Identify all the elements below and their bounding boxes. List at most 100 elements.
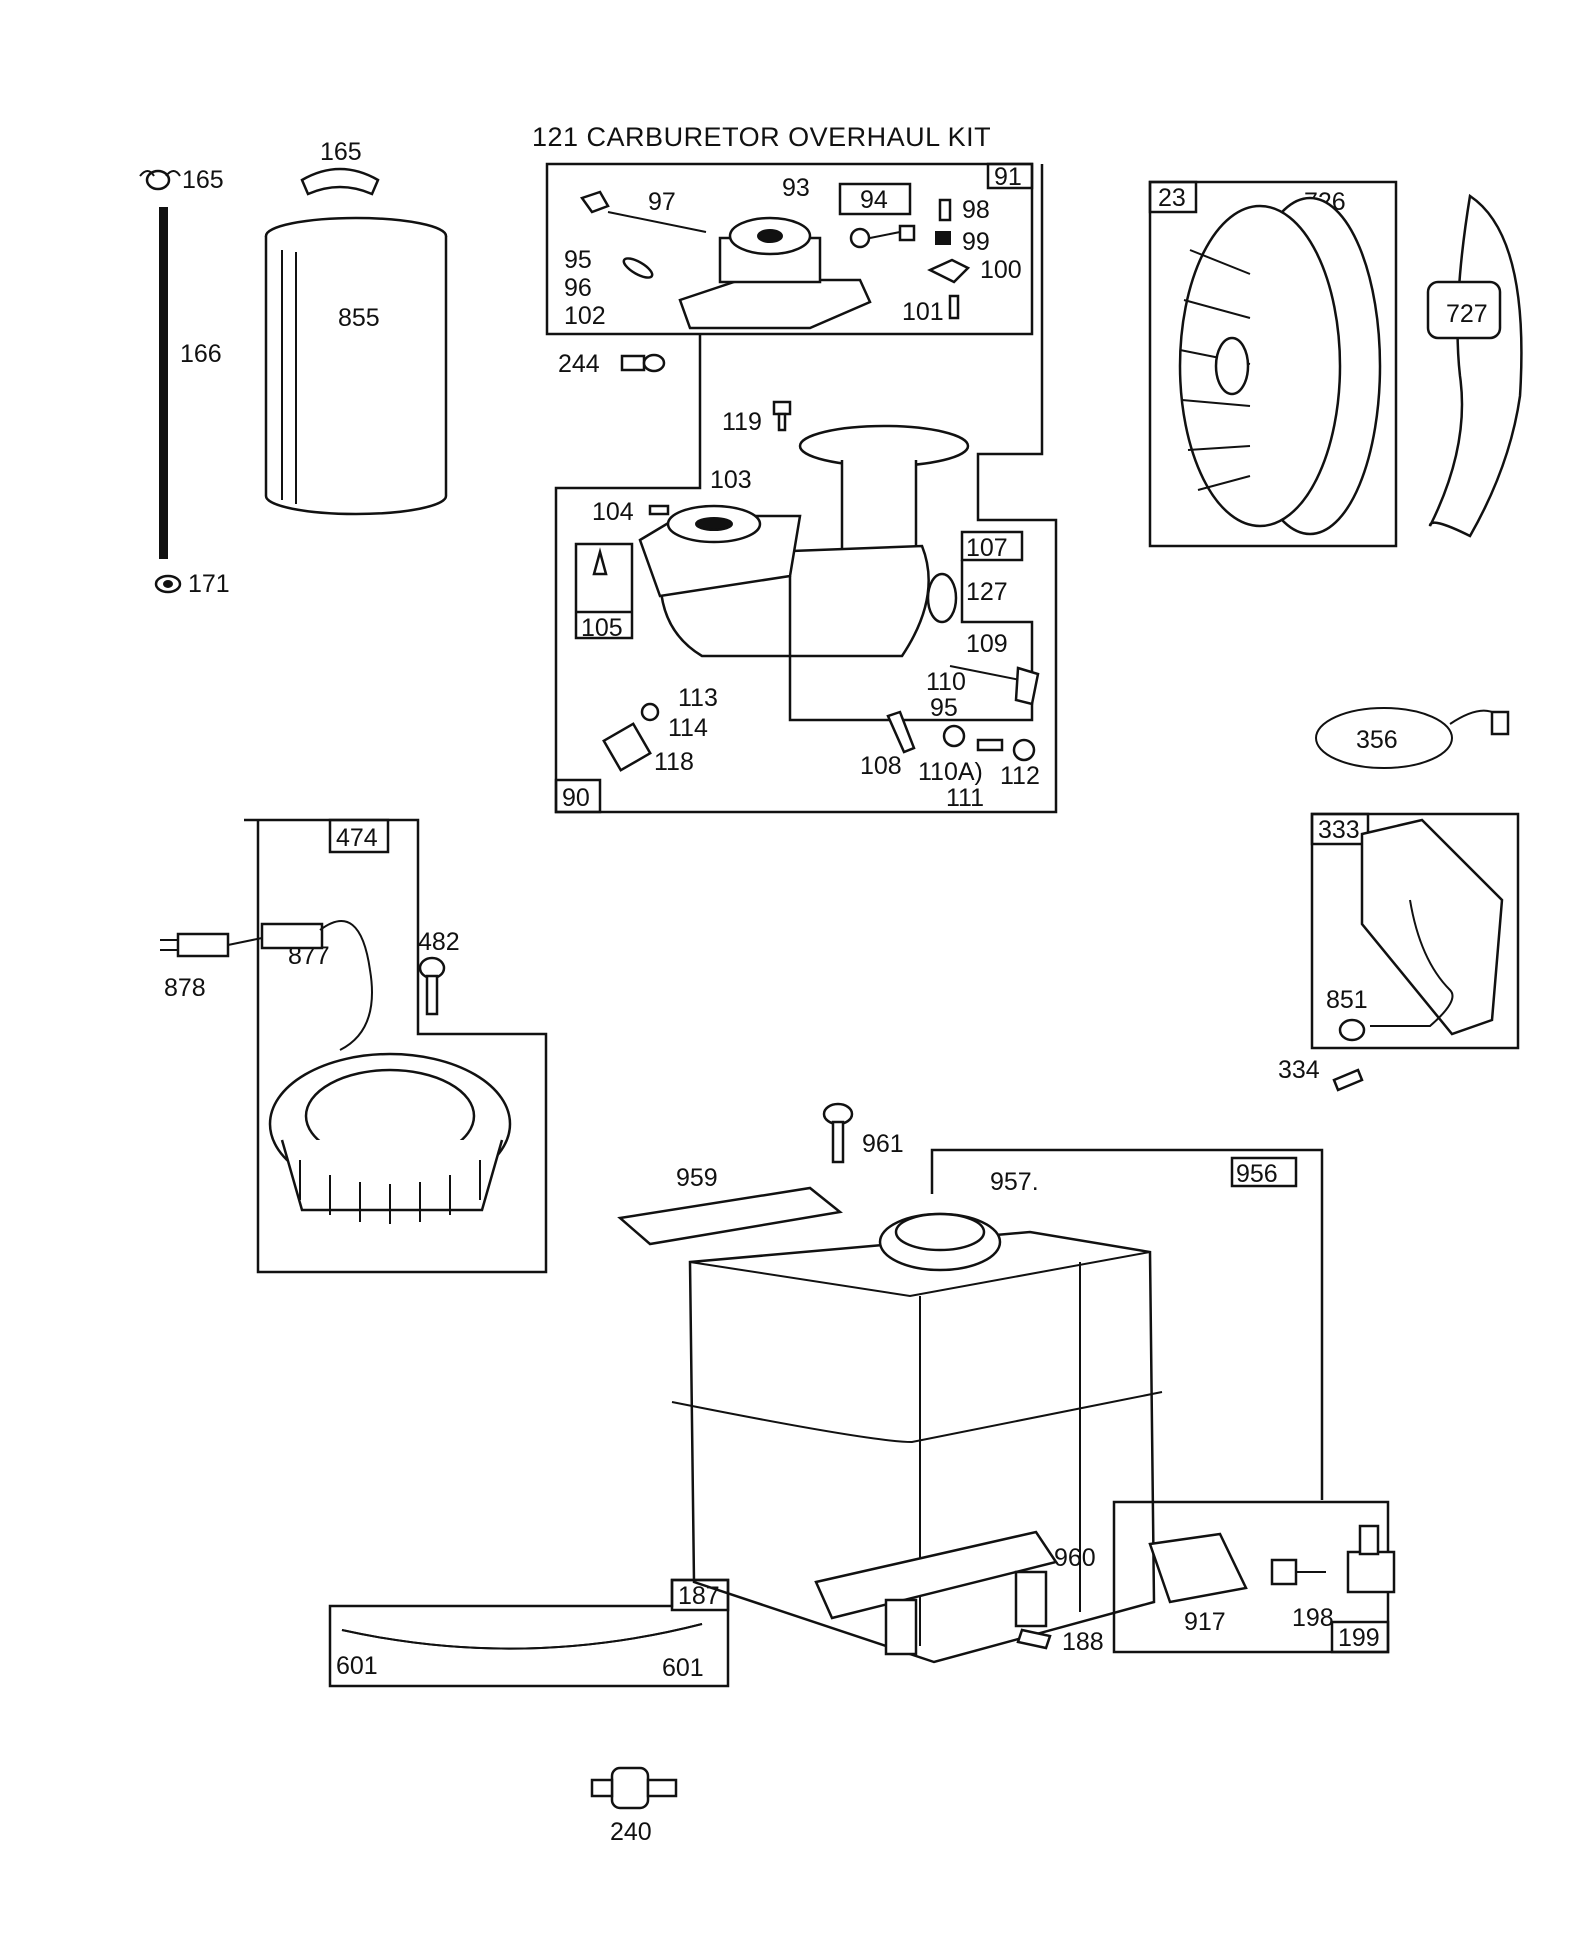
part-100: [927, 258, 971, 284]
part-119-screw: [772, 400, 792, 432]
part-855-cylinder: [264, 216, 448, 516]
part-961-screw: [822, 1102, 854, 1164]
callout-957: 957.: [990, 1168, 1039, 1196]
callout-878: 878: [164, 974, 206, 1002]
part-188-screw: [1016, 1628, 1052, 1650]
part-98: [938, 198, 952, 222]
part-240-filter: [590, 1766, 678, 1810]
callout-240: 240: [610, 1818, 652, 1846]
callout-356: 356: [1356, 726, 1398, 754]
part-94-needle: [849, 224, 916, 249]
callout-113: 113: [678, 684, 718, 712]
part-93-carb-top: [678, 216, 872, 330]
callout-334: 334: [1278, 1056, 1320, 1084]
callout-105: 105: [581, 614, 623, 642]
part-482-screw: [418, 956, 446, 1016]
callout-188: 188: [1062, 1628, 1104, 1656]
box-105: [574, 542, 634, 640]
part-112-screw: [942, 724, 1036, 762]
part-474-stator: [268, 1052, 512, 1224]
box-tag-107: [960, 530, 1024, 562]
carb-assembly-box-90: [554, 164, 1058, 814]
callout-108: 108: [860, 752, 902, 780]
kit-box-91: [545, 162, 1034, 336]
callout-100: 100: [980, 256, 1022, 284]
part-104: [648, 504, 670, 516]
box-tag-956: [1230, 1156, 1298, 1188]
callout-23: 23: [1158, 184, 1186, 212]
callout-855: 855: [338, 304, 380, 332]
callout-99: 99: [962, 228, 990, 256]
part-105: [592, 547, 608, 576]
part-fuel-line-inner: [341, 1623, 703, 1650]
part-165-wingnut: [300, 167, 380, 196]
armature-box-333: [1310, 812, 1520, 1050]
part-356-wire: [1315, 707, 1510, 769]
callout-110: 110: [926, 668, 966, 696]
part-960-bracket: [814, 1530, 1059, 1656]
callout-104: 104: [592, 498, 634, 526]
callout-101: 101: [902, 298, 944, 326]
part-flywheel: [1178, 196, 1382, 536]
diagram-title: 121 CARBURETOR OVERHAUL KIT: [532, 122, 991, 152]
tank-box-956: [930, 1148, 1324, 1500]
callout-114: 114: [668, 714, 708, 742]
part-97-shaft: [579, 190, 707, 233]
callout-166: 166: [180, 340, 222, 368]
part-959-gasket: [617, 1186, 843, 1246]
callout-960: 960: [1054, 1544, 1096, 1572]
part-101: [948, 294, 960, 320]
callout-165-small: 165: [182, 166, 224, 194]
callout-109: 109: [966, 630, 1008, 658]
callout-851: 851: [1326, 986, 1368, 1014]
callout-119: 119: [722, 408, 762, 436]
callout-333: 333: [1318, 816, 1360, 844]
callout-959: 959: [676, 1164, 718, 1192]
callout-187: 187: [678, 1582, 720, 1610]
callout-961: 961: [862, 1130, 904, 1158]
callout-102: 102: [564, 302, 606, 330]
callout-110a: 110A): [918, 758, 983, 786]
callout-917: 917: [1184, 1608, 1226, 1636]
box-tag-474: [328, 818, 390, 854]
box-tag-91: [986, 162, 1034, 190]
part-334-screw: [1332, 1068, 1364, 1092]
callout-95-top: 95: [564, 246, 592, 274]
part-877-connector: [160, 920, 373, 1051]
flywheel-box-23: [1148, 180, 1398, 548]
callout-95-bottom: 95: [930, 694, 958, 722]
callout-199: 199: [1338, 1624, 1380, 1652]
callout-103: 103: [710, 466, 752, 494]
callout-956: 956: [1236, 1160, 1278, 1188]
part-165-wingnut-small: [139, 169, 181, 191]
box-tag-199: [1330, 1620, 1390, 1654]
callout-96: 96: [564, 274, 592, 302]
part-166-rod: [159, 207, 168, 559]
box-tag-187: [670, 1578, 730, 1612]
callout-90: 90: [562, 784, 590, 812]
callout-165: 165: [320, 138, 362, 166]
box-tag-333: [1310, 812, 1370, 846]
callout-482: 482: [418, 928, 460, 956]
callout-244: 244: [558, 350, 600, 378]
part-99: [935, 231, 951, 245]
callout-112: 112: [1000, 762, 1040, 790]
box-tag-23: [1148, 180, 1198, 214]
callout-94: 94: [860, 186, 888, 214]
alternator-box-474: [244, 818, 548, 1274]
box-tag-94: [838, 182, 912, 216]
part-118-bowl-nut: [602, 702, 660, 772]
part-109-linkage: [949, 665, 1040, 706]
part-198-fitting: [1270, 1558, 1326, 1586]
part-96-ring: [622, 257, 654, 279]
callout-91: 91: [994, 163, 1022, 191]
part-917-clip: [1148, 1532, 1248, 1604]
part-carb-body: [638, 424, 970, 658]
part-727-key-blade: [1426, 193, 1523, 538]
callout-118: 118: [654, 748, 694, 776]
callout-727: 727: [1446, 300, 1488, 328]
callout-601-left: 601: [336, 1652, 378, 1680]
callout-171: 171: [188, 570, 230, 598]
callout-601-right: 601: [662, 1654, 704, 1682]
